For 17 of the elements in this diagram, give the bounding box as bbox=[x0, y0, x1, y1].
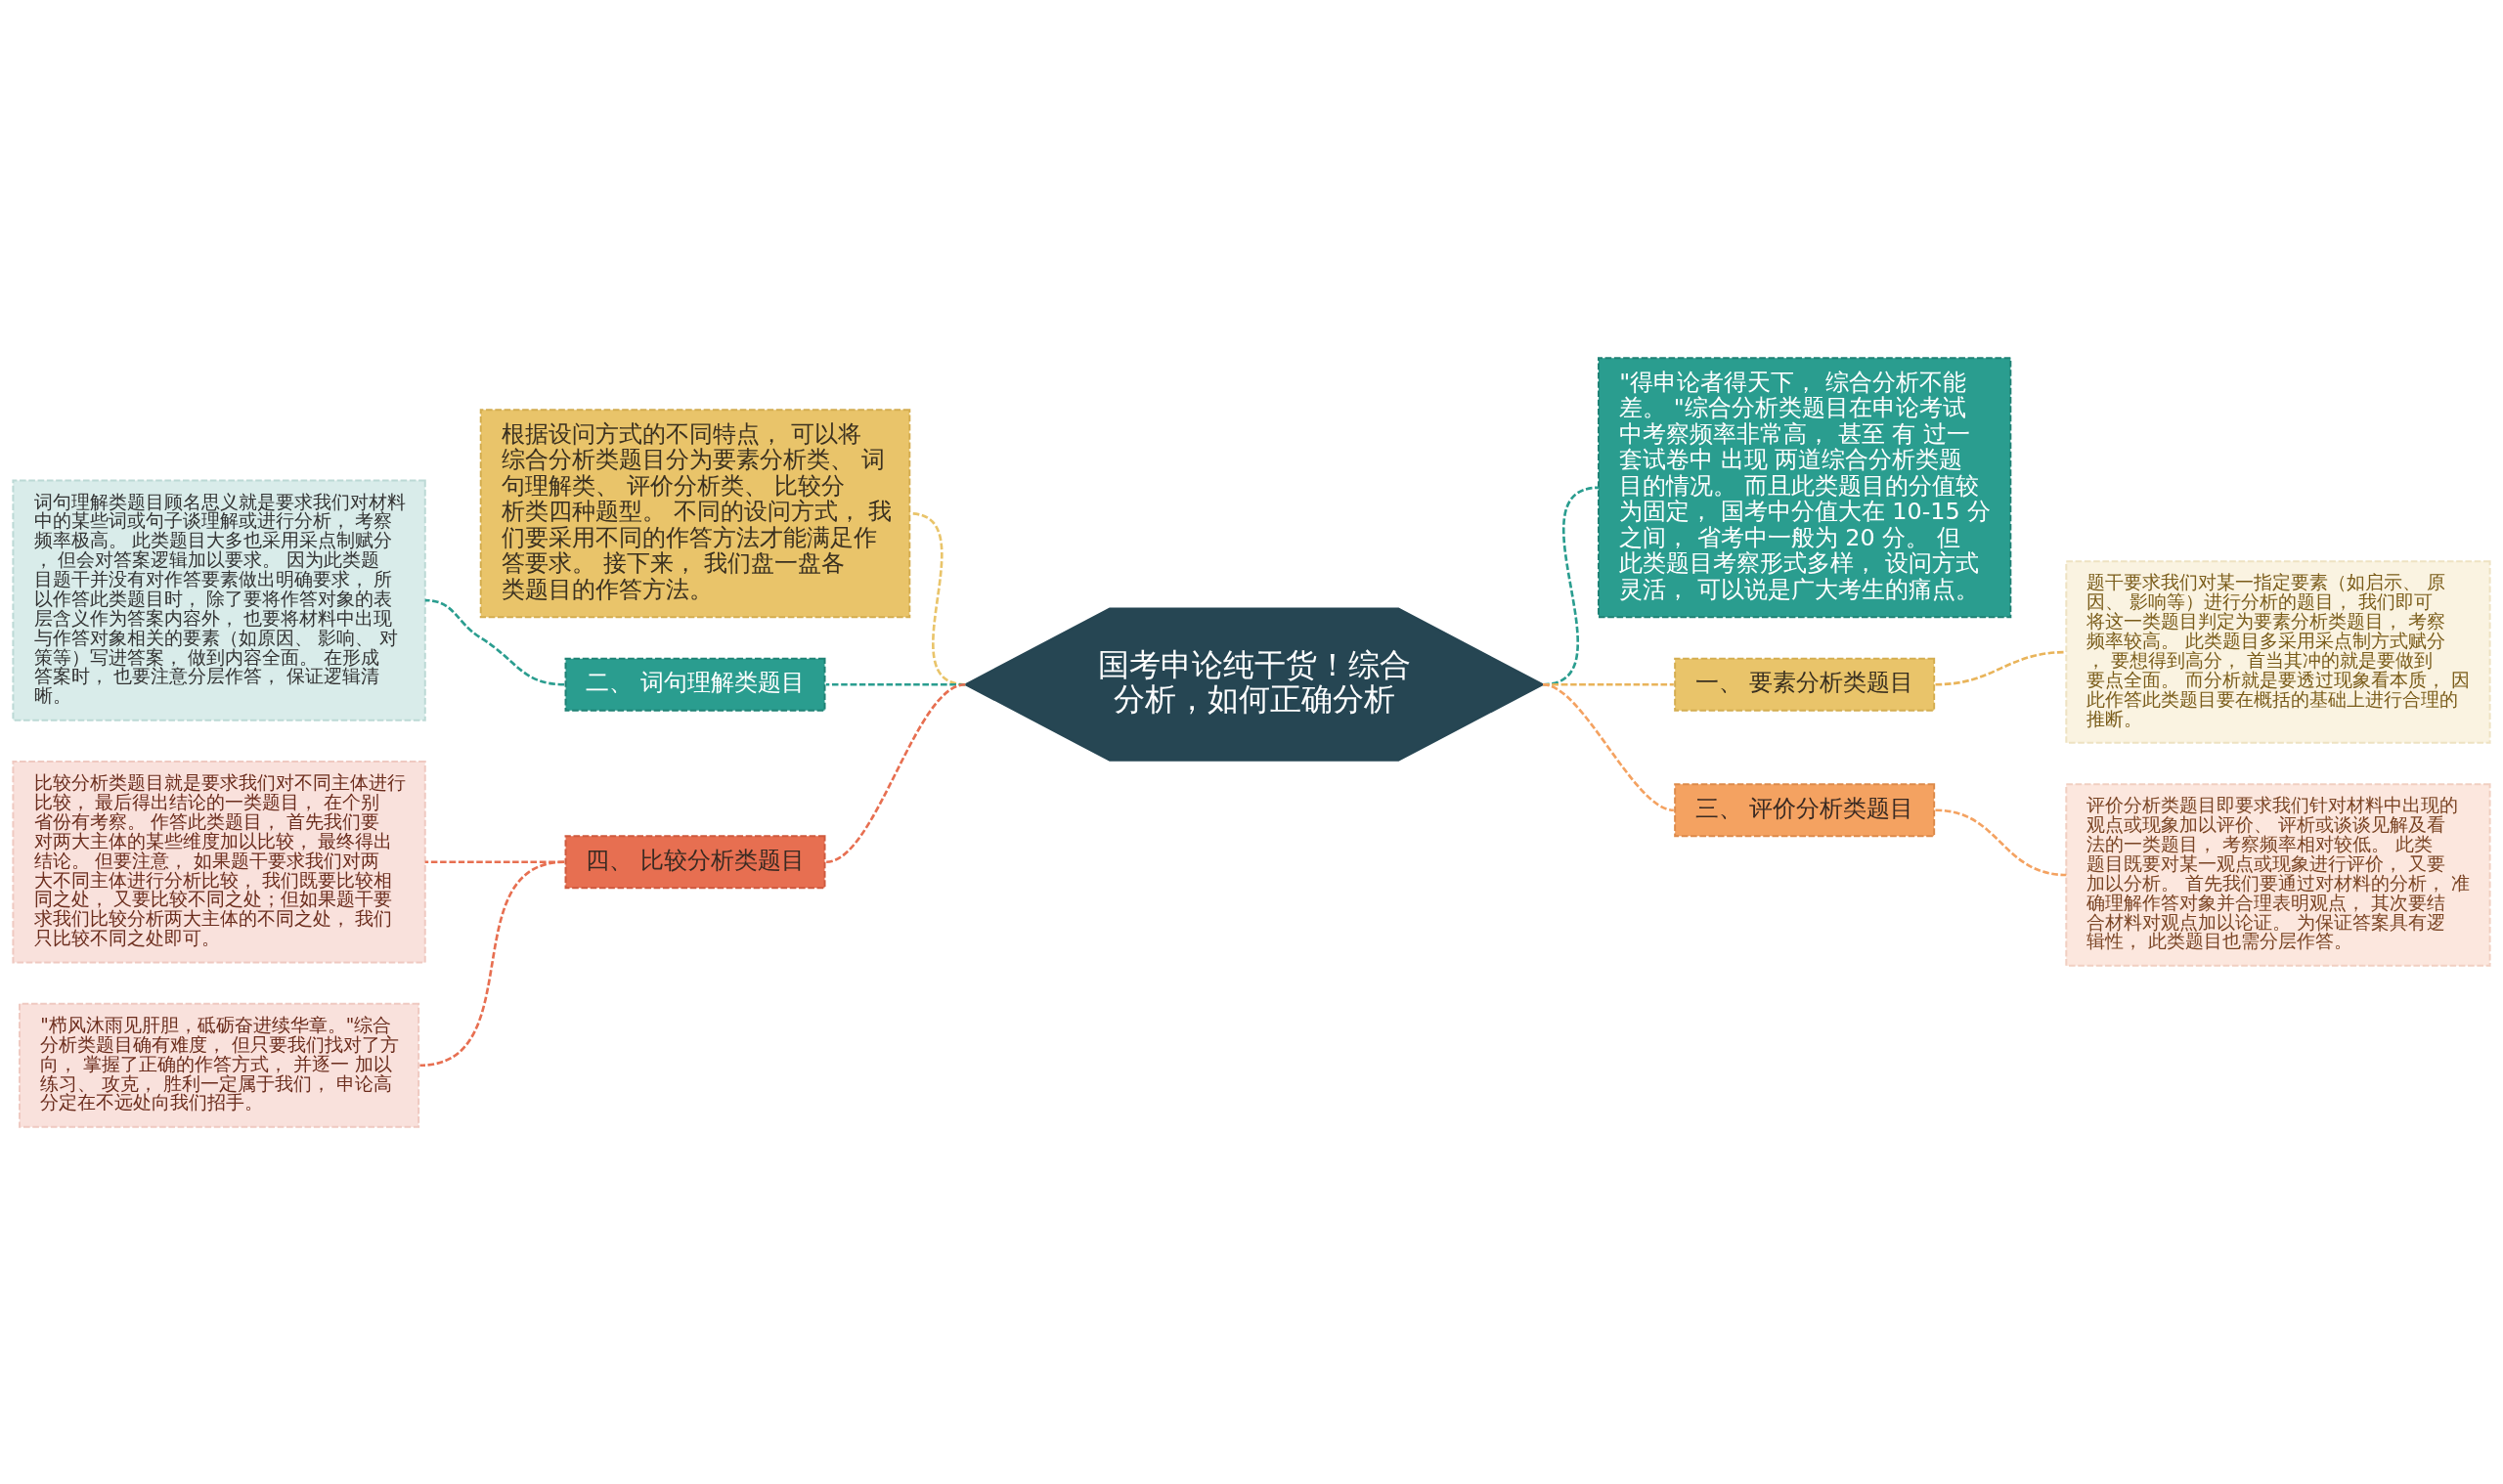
node-box: 评价分析类题目即要求我们针对材料中出现的观点或现象加以评价、 评析或谈谈见解及看法的一类题目， 考察频率相对较低。 此类题目既要对某一观点或现象进行评价， 又要加以分析。 首先我们要通过对材料的分析， 准确理解作答对象并合理表明观点， 其次要结合材料对观点加以论证。 为保证答案具有逻辑性， 此类题目也需分层作答。 bbox=[2065, 782, 2491, 967]
node-box: 比较分析类题目就是要求我们对不同主体进行比较， 最后得出结论的一类题目， 在个别省份有考察。 作答此类题目， 首先我们要对两大主体的某些维度加以比较， 最终得出结论。 但要注意， 如果题干要求我们对两大不同主体进行分析比较， 我们既要比较相同之处， 又要比较不同之处；但如果题干要求我们比较分析两大主体的不同之处， 我们只比较不同之处即可。 bbox=[12, 760, 426, 963]
connector bbox=[1935, 650, 2067, 686]
node-box: 根据设问方式的不同特点， 可以将综合分析类题目分为要素分析类、 词句理解类、 评价分析类、 比较分析类四种题型。 不同的设问方式， 我们要采用不同的作答方法才能满足作答要求。 接下来， 我们盘一盘各类题目的作答方法。 bbox=[479, 408, 911, 618]
connector bbox=[1935, 807, 2067, 876]
node-box: "得申论者得天下， 综合分析不能差。 "综合分析类题目在申论考试中考察频率非常高， 甚至 有 过一套试卷中 出现 两道综合分析类题目的情况。 而且此类题目的分值较为固定， 国考中分值大在 10-15 分之间， 省考中一般为 20 分。 但此类题目考察形式多样， 设问方式灵活， 可以说是广大考生的痛点。 bbox=[1598, 356, 2012, 618]
node-box: 三、 评价分析类题目 bbox=[1674, 782, 1936, 837]
node-box: "栉风沐雨见肝胆，砥砺奋进续华章。"综合分析类题目确有难度， 但只要我们找对了方向， 掌握了正确的作答方式， 并逐一 加以练习、 攻克， 胜利一定属于我们， 申论高分定在不远处向我们招手。 bbox=[19, 1002, 420, 1128]
node-box: 一、 要素分析类题目 bbox=[1674, 657, 1936, 712]
connector bbox=[825, 682, 966, 863]
connector bbox=[419, 859, 565, 1067]
node-box: 词句理解类题目顾名思义就是要求我们对材料中的某些词或句子谈理解或进行分析， 考察频率极高。 此类题目大多也采用采点制赋分， 但会对答案逻辑加以要求。 因为此类题目题干并没有对作答要素做出明确要求， 所以作答此类题目时， 除了要将作答对象的表层含义作为答案内容外， 也要将材料中出现与作答对象相关的要素（如原因、 影响、 对策等）写进答案， 做到内容全面。 在形成答案时， 也要注意分层作答， 保证逻辑清晰。 bbox=[12, 479, 426, 721]
node-box: 题干要求我们对某一指定要素（如启示、 原因、 影响等）进行分析的题目， 我们即可将这一类题目判定为要素分析类题目， 考察频率较高。 此类题目多采用采点制方式赋分， 要想得到高分， 首当其冲的就是要做到要点全面。 而分析就是要透过现象看本质， 因此作答此类题目要在概括的基础上进行合理的推断。 bbox=[2065, 559, 2491, 744]
connector bbox=[1542, 682, 1675, 811]
node-box: 二、 词句理解类题目 bbox=[564, 657, 826, 712]
connector bbox=[424, 598, 565, 686]
node-box: 四、 比较分析类题目 bbox=[564, 834, 826, 889]
